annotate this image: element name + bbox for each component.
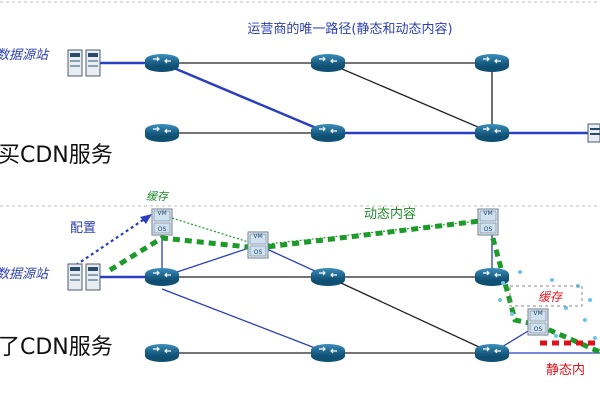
router-top-2: [310, 53, 346, 73]
cache-box-right: [509, 285, 583, 307]
section-title-bottom: 了CDN服务: [0, 335, 113, 360]
os-label: OS: [534, 326, 543, 333]
router-bottom-1: [144, 267, 180, 287]
dynamic-content-label: 动态内容: [364, 206, 416, 222]
source-label-top: 数据源站: [0, 48, 50, 63]
vm-label: VM: [253, 233, 262, 240]
source-server-bottom-icon: [67, 263, 101, 291]
router-bottom-5: [310, 343, 346, 363]
router-bottom-2: [310, 267, 346, 287]
cache-label-right: 缓存: [538, 290, 564, 304]
static-content-label: 静态内: [546, 362, 585, 378]
os-label: OS: [254, 249, 263, 256]
cache-label-left: 缓存: [146, 190, 170, 203]
router-bottom-4: [144, 343, 180, 363]
router-bottom-6: [474, 343, 510, 363]
vm-label: VM: [483, 210, 492, 217]
os-label: OS: [158, 226, 167, 233]
router-top-3: [474, 53, 510, 73]
source-server-top-icon: [67, 49, 101, 77]
config-arrow: [75, 214, 152, 266]
vm-label: VM: [533, 310, 542, 317]
top-links: [100, 61, 592, 135]
os-label: OS: [484, 226, 493, 233]
client-device-icon: [587, 123, 600, 143]
top-title: 运营商的唯一路径(静态和动态内容): [247, 21, 452, 37]
source-label-bottom: 数据源站: [0, 267, 50, 282]
vm-node-middle: VM OS: [247, 231, 269, 259]
cache-cluster-dots: [498, 270, 597, 340]
section-title-top: 买CDN服务: [0, 143, 113, 168]
router-top-4: [144, 123, 180, 143]
bottom-links: [100, 228, 600, 354]
router-top-1: [144, 53, 180, 73]
config-label: 配置: [70, 221, 96, 236]
vm-label: VM: [157, 210, 166, 217]
vm-node-cache-right: VM OS: [527, 308, 549, 336]
router-top-6: [474, 123, 510, 143]
vm-node-right-top: VM OS: [477, 208, 499, 236]
vm-node-cache-left: VM OS: [151, 208, 173, 236]
router-top-5: [310, 123, 346, 143]
